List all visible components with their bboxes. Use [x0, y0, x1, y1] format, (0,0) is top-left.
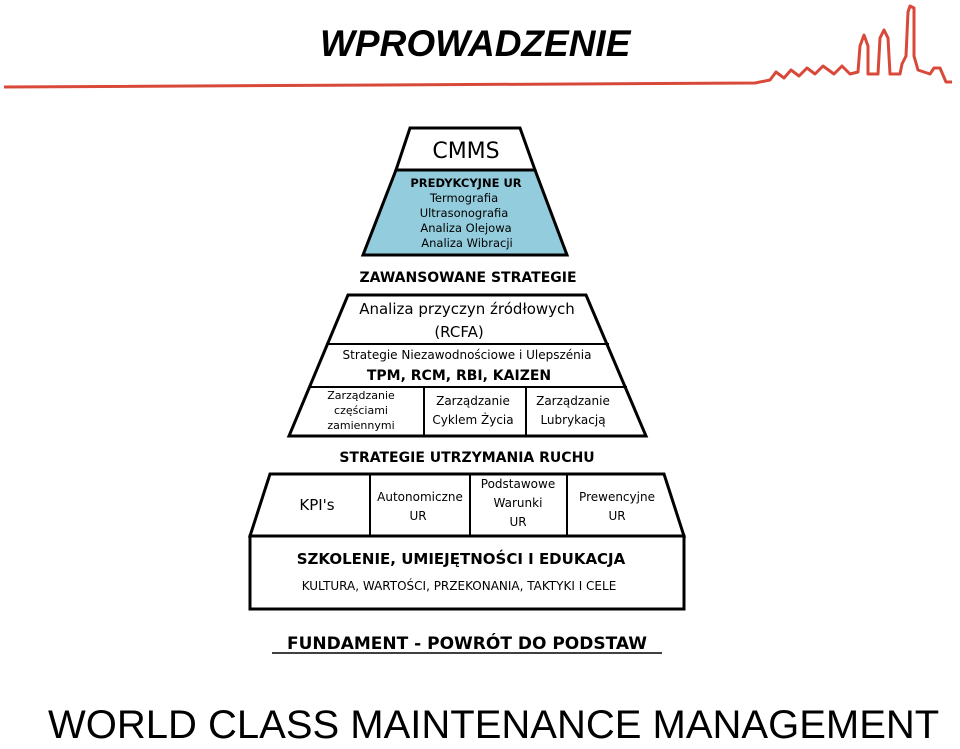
advanced-trapezoid	[286, 293, 649, 438]
rcfa-label: (RCFA)	[434, 323, 483, 341]
foundation: FUNDAMENT - POWRÓT DO PODSTAW	[272, 632, 662, 654]
advanced-heading: ZAWANSOWANE STRATEGIE	[359, 270, 576, 286]
predictive-block	[360, 168, 570, 257]
lifecycle-cell: Cyklem Życia	[432, 412, 513, 427]
accent-line	[3, 4, 952, 89]
cmms-label: CMMS	[432, 139, 499, 164]
autonomous-cell: Autonomiczne	[377, 490, 463, 504]
rcfa-label: Analiza przyczyn źródłowych	[359, 300, 575, 318]
slide-title: WPROWADZENIE	[320, 23, 631, 64]
spare-parts-cell: częściami	[334, 404, 388, 417]
preventive-cell: UR	[608, 509, 625, 523]
bottom-caption: WORLD CLASS MAINTENANCE MANAGEMENT	[48, 703, 940, 747]
lubrication-cell: Lubrykacją	[540, 413, 605, 427]
maintenance-heading: STRATEGIE UTRZYMANIA RUCHU	[339, 450, 594, 466]
predictive-heading: PREDYKCYJNE UR	[410, 176, 521, 190]
spare-parts-cell: Zarządzanie	[327, 389, 395, 402]
autonomous-cell: UR	[409, 509, 426, 523]
foundation-label: FUNDAMENT - POWRÓT DO PODSTAW	[287, 632, 647, 654]
predictive-item: Ultrasonografia	[420, 206, 509, 220]
predictive-item: Termografia	[429, 191, 498, 205]
pyramid-top: CMMS PREDYKCYJNE UR Termografia Ultrason…	[360, 126, 570, 257]
basic-conditions-cell: UR	[509, 515, 526, 529]
reliability-label: Strategie Niezawodnościowe i Ulepszénia	[343, 348, 592, 362]
factory-skyline-icon	[3, 4, 952, 89]
maintenance-strategies: STRATEGIE UTRZYMANIA RUCHU KPI's Autonom…	[247, 450, 687, 611]
spare-parts-cell: zamiennymi	[327, 419, 394, 432]
lifecycle-cell: Zarządzanie	[436, 394, 510, 408]
advanced-strategies: ZAWANSOWANE STRATEGIE Analiza przyczyn ź…	[286, 270, 649, 438]
predictive-item: Analiza Olejowa	[420, 221, 511, 235]
basic-conditions-cell: Podstawowe	[481, 477, 555, 491]
lubrication-cell: Zarządzanie	[536, 394, 610, 408]
preventive-cell: Prewencyjne	[579, 490, 655, 504]
basic-conditions-cell: Warunki	[494, 496, 543, 510]
training-heading: SZKOLENIE, UMIEJĘTNOŚCI I EDUKACJA	[297, 549, 626, 568]
reliability-methods: TPM, RCM, RBI, KAIZEN	[367, 368, 551, 384]
culture-label: KULTURA, WARTOŚCI, PRZEKONANIA, TAKTYKI …	[302, 578, 617, 593]
header-rule	[3, 4, 952, 89]
kpi-cell: KPI's	[299, 496, 334, 514]
training-block	[248, 534, 686, 611]
predictive-item: Analiza Wibracji	[421, 236, 512, 250]
